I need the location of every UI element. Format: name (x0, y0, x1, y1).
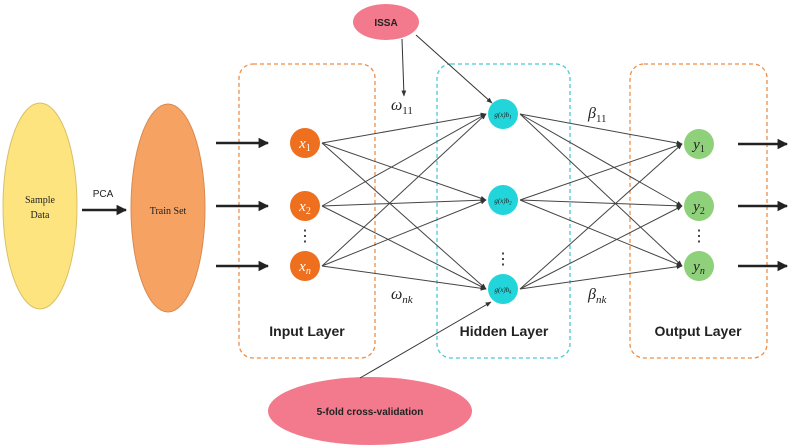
x2-sub: 2 (306, 206, 311, 217)
yn-base: y (691, 259, 700, 275)
svg-text:g(x)b1: g(x)b1 (494, 111, 511, 121)
x1-sub: 1 (306, 143, 311, 154)
svg-text:y2: y2 (691, 199, 705, 217)
svg-text:x2: x2 (298, 199, 311, 217)
svg-text:βnk: βnk (587, 286, 607, 306)
input-ellipsis: ⋮ (297, 228, 313, 245)
input-node-xn (290, 251, 320, 281)
wnk-base: ω (391, 286, 402, 303)
wnk-sub: nk (402, 294, 414, 306)
hk-base: g(x)b (494, 286, 509, 294)
hidden-layer-box (436, 63, 571, 359)
output-ellipsis: ⋮ (691, 228, 707, 245)
yn-sub: n (700, 266, 705, 277)
svg-text:yn: yn (691, 259, 705, 277)
sample-data-ellipse (2, 102, 78, 310)
svg-text:g(x)b2: g(x)b2 (494, 197, 512, 207)
x1-base: x (298, 136, 306, 152)
svg-text:ω11: ω11 (391, 97, 413, 117)
input-layer-label: Input Layer (269, 323, 345, 339)
svg-text:x1: x1 (298, 136, 311, 154)
cross-validation-label: 5-fold cross-validation (317, 407, 424, 418)
sample-data-label-1: Sample (25, 195, 56, 206)
svg-text:xn: xn (298, 259, 311, 277)
svg-text:β11: β11 (587, 105, 607, 125)
xn-sub: n (306, 266, 311, 277)
hidden-node-1 (488, 99, 518, 129)
output-node-y1 (684, 129, 714, 159)
train-set-label: Train Set (150, 206, 187, 217)
cross-validation-ellipse (268, 377, 472, 445)
y1-base: y (691, 137, 700, 153)
svg-text:ωnk: ωnk (391, 286, 414, 306)
x2-base: x (298, 199, 306, 215)
svg-text:g(x)bk: g(x)bk (494, 286, 512, 296)
y2-base: y (691, 199, 700, 215)
pca-label: PCA (93, 189, 114, 200)
hidden-ellipsis: ⋮ (495, 251, 511, 268)
h1-base: g(x)b (494, 111, 509, 119)
train-set-ellipse (130, 103, 206, 313)
hidden-layer-label: Hidden Layer (460, 323, 549, 339)
input-hidden-connections (321, 112, 487, 291)
input-node-x2 (290, 191, 320, 221)
input-node-x1 (290, 128, 320, 158)
h1-sub: 1 (509, 116, 512, 121)
hidden-output-connections (519, 113, 683, 290)
y1-sub: 1 (700, 144, 705, 155)
cross-validation-arrow (359, 301, 492, 379)
w11-sub: 11 (402, 105, 413, 117)
sample-data-label-2: Data (31, 210, 50, 221)
y2-sub: 2 (700, 206, 705, 217)
bnk-sub: nk (596, 294, 608, 306)
bnk-base: β (587, 286, 596, 303)
issa-arrow-weights (401, 38, 407, 97)
issa-arrow-hidden (415, 34, 493, 104)
hidden-node-k (488, 274, 518, 304)
issa-ellipse (353, 4, 419, 40)
output-layer-box (629, 63, 768, 359)
w11-base: ω (391, 97, 402, 114)
hk-sub: k (509, 291, 512, 296)
input-layer-box (238, 63, 376, 359)
xn-base: x (298, 259, 306, 275)
h2-base: g(x)b (494, 197, 509, 205)
output-layer-label: Output Layer (654, 323, 742, 339)
h2-sub: 2 (509, 202, 512, 207)
output-node-y2 (684, 191, 714, 221)
b11-sub: 11 (596, 113, 607, 125)
issa-label: ISSA (374, 18, 397, 29)
b11-base: β (587, 105, 596, 122)
hidden-node-2 (488, 185, 518, 215)
output-node-yn (684, 251, 714, 281)
svg-text:y1: y1 (691, 137, 705, 155)
